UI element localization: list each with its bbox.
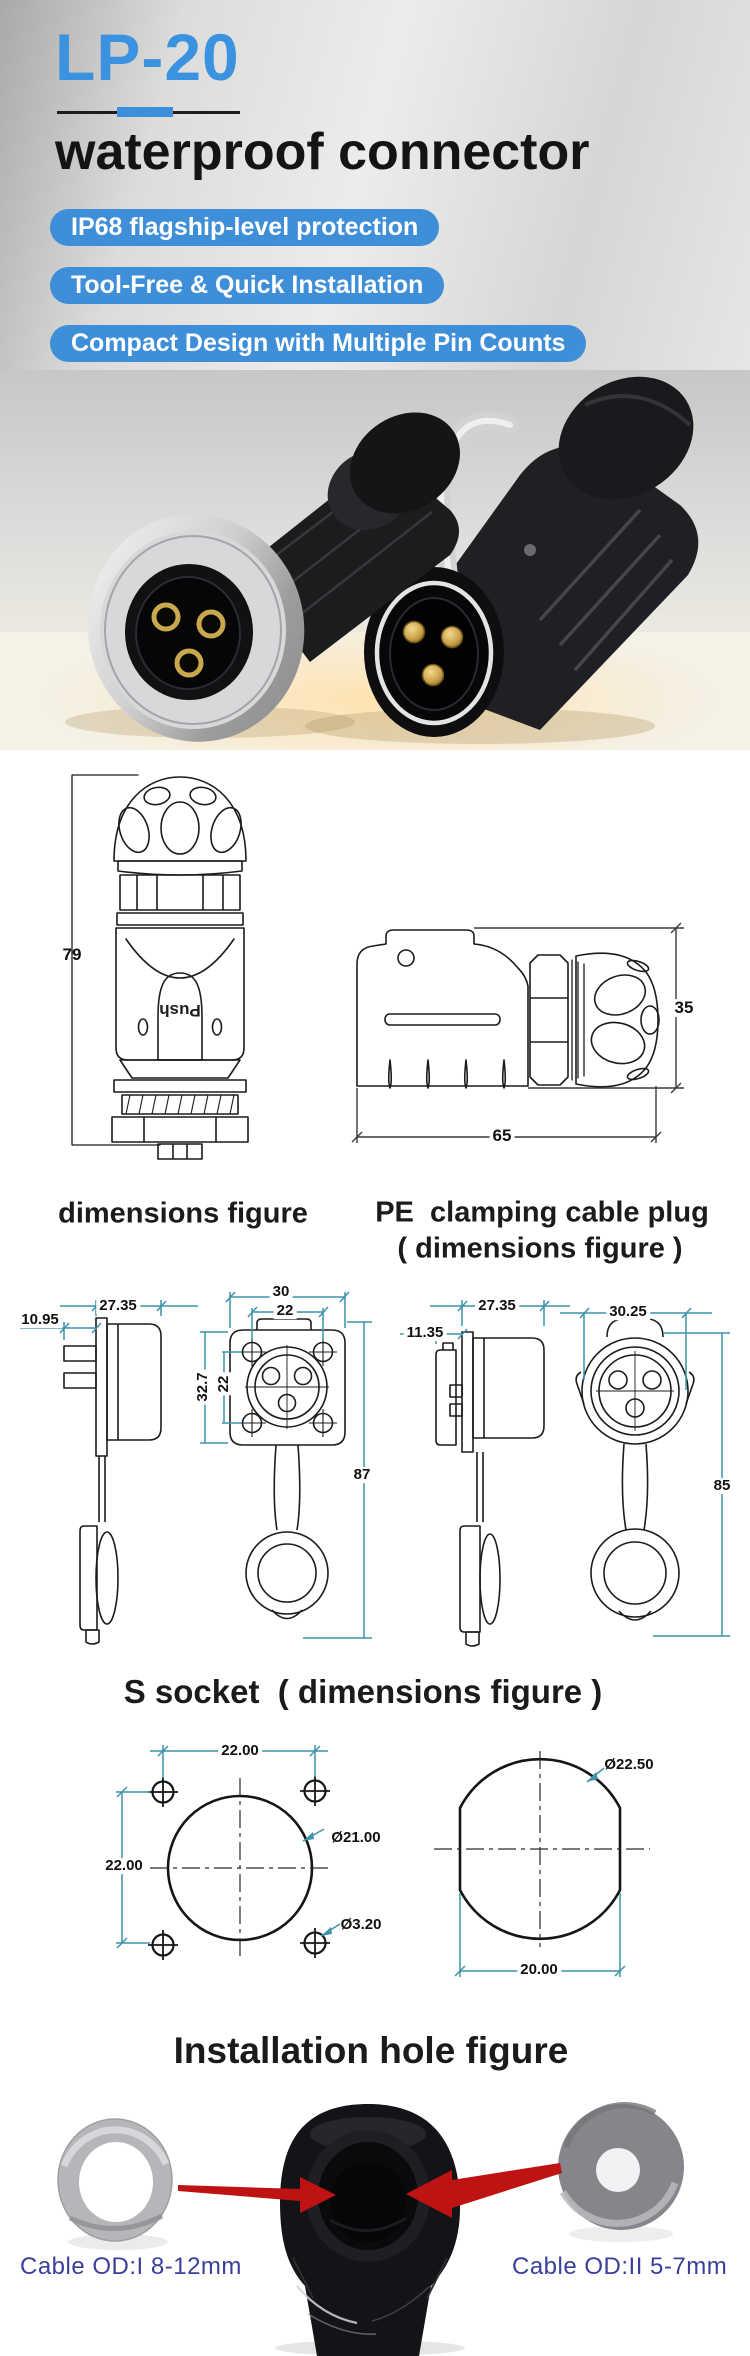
socket-front-view-b: [575, 1318, 695, 1621]
seal-ring-small: [558, 2102, 684, 2230]
socket-side-view-b: [435, 1331, 545, 1647]
dim-side-b-depth: 11.35: [403, 1325, 447, 1341]
cable-seal-photo: [57, 2102, 684, 2356]
male-connector: [364, 376, 699, 737]
dim-front-b-width: 30.25: [606, 1304, 650, 1320]
header-section: LP-20 waterproof connector IP68 flagship…: [0, 0, 750, 370]
push-label: Push: [159, 1001, 201, 1020]
pin-3: [421, 663, 445, 687]
square-mount-dims: [116, 1745, 341, 1949]
pin-2: [440, 625, 464, 649]
dim-side-a-width: 27.35: [96, 1298, 140, 1314]
product-photo: [0, 370, 750, 750]
dim-square-h: 22.00: [218, 1743, 262, 1759]
socket-2: [196, 609, 226, 639]
round-mount-dims: [454, 1767, 626, 1977]
seal-ring-large: [57, 2118, 173, 2242]
caption-s-socket: S socket ( dimensions figure ): [123, 1673, 603, 1710]
dim-front-a-height: 32.7: [194, 1369, 211, 1405]
dim-front-a-spacing-v: 22: [215, 1372, 232, 1396]
socket-side-view-a: [63, 1317, 162, 1645]
dim-plug-height: 79: [62, 945, 82, 965]
badge-compact: Compact Design with Multiple Pin Counts: [50, 325, 587, 362]
dim-front-a-width: 30: [269, 1284, 293, 1300]
pin-1: [402, 620, 426, 644]
cable-od-left-label: Cable OD:I 8-12mm: [20, 2253, 242, 2280]
connector-rear: [280, 2104, 461, 2356]
dim-side-a-depth: 10.95: [18, 1312, 62, 1328]
cable-od-right-label: Cable OD:II 5-7mm: [512, 2253, 728, 2280]
plug-dimension-drawing: Push: [71, 774, 684, 1160]
page-title: waterproof connector: [55, 123, 590, 181]
height-dim-line: [71, 774, 161, 1146]
divider-accent: [117, 107, 173, 117]
square-mount-figure: [116, 1745, 341, 1960]
dim-round-dia: Ø22.50: [604, 1756, 654, 1774]
dim-lines-d: [560, 1307, 730, 1637]
screw-hole-symbols: [148, 1776, 330, 1960]
dim-lines-b: [200, 1291, 372, 1639]
dim-side-b-width: 27.35: [475, 1298, 519, 1314]
female-connector: [87, 412, 460, 742]
badge-tool-free: Tool-Free & Quick Installation: [50, 267, 445, 304]
caption-pe-plug-line2: ( dimensions figure ): [397, 1232, 683, 1265]
socket-3: [174, 648, 204, 678]
dim-square-v: 22.00: [102, 1858, 146, 1874]
dim-round-flat: 20.00: [517, 1962, 561, 1978]
model-name: LP-20: [55, 20, 240, 94]
round-mount-figure: [434, 1751, 650, 1977]
caption-pe-plug-line1: PE clamping cable plug: [375, 1196, 709, 1229]
arrow-left-icon: [178, 2177, 336, 2213]
gland-nut: [529, 954, 569, 1086]
pe-dim-lines: [351, 922, 684, 1143]
dim-square-hole-dia: Ø21.00: [331, 1829, 381, 1847]
knurled-end-cap: [575, 952, 659, 1088]
push-latch: [157, 972, 203, 1061]
installation-hole-drawing: [116, 1745, 650, 1977]
hex-nut: [111, 1116, 249, 1143]
dim-front-a-spacing: 22: [273, 1303, 297, 1319]
dim-pe-length: 65: [489, 1127, 515, 1145]
dim-square-screw-dia: Ø3.20: [340, 1916, 382, 1934]
caption-dimensions-figure: dimensions figure: [58, 1197, 308, 1230]
knurled-cap: [113, 776, 247, 862]
dim-front-a-total: 87: [350, 1467, 374, 1483]
arrow-right-icon: [406, 2163, 562, 2218]
s-socket-drawing: [20, 1291, 730, 1647]
badge-ip68: IP68 flagship-level protection: [50, 209, 440, 246]
dim-pe-height: 35: [671, 999, 697, 1017]
socket-front-view-a: [229, 1318, 346, 1620]
plug-body: [115, 927, 245, 1061]
socket-1: [151, 602, 181, 632]
caption-installation-hole: Installation hole figure: [173, 2030, 569, 2071]
pe-plug-drawing: [356, 929, 660, 1089]
dim-front-b-total: 85: [710, 1478, 734, 1494]
